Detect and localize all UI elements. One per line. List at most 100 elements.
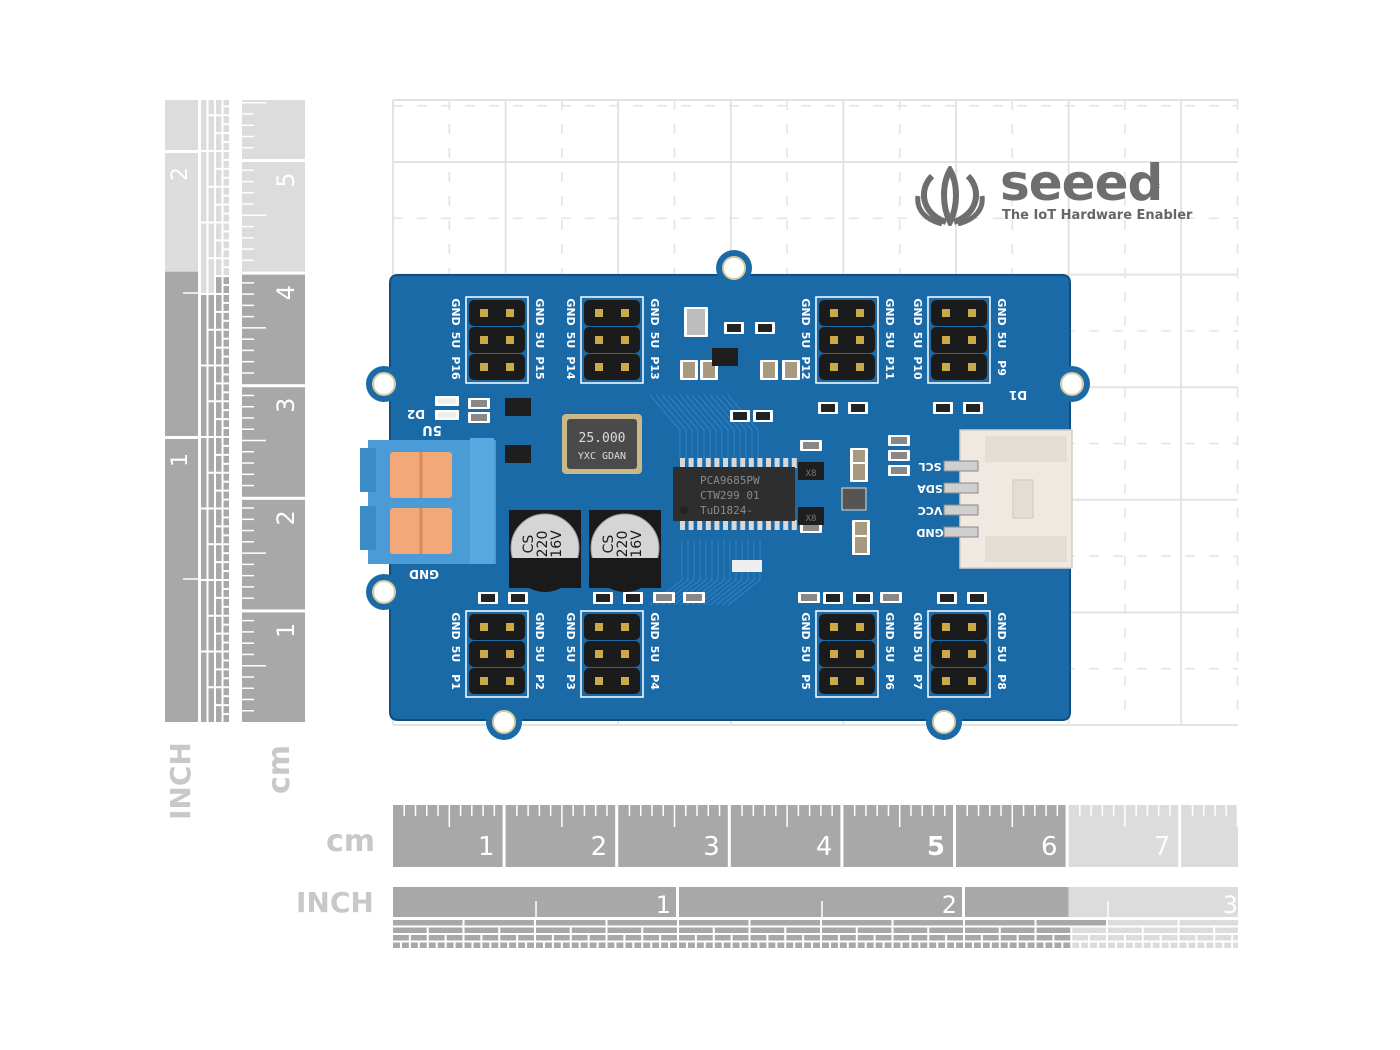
smd-body (891, 437, 907, 444)
chip-pin (705, 520, 711, 530)
inch-subdivision (1143, 935, 1160, 941)
header-label: 5U (449, 332, 462, 349)
inch-ruler-segment (165, 100, 198, 150)
cm-ruler-segment (730, 805, 841, 867)
inch-subdivision (947, 942, 955, 948)
smd-pad (732, 560, 762, 572)
inch-subdivision (893, 942, 901, 948)
cm-tick-label: 6 (1041, 832, 1058, 862)
inch-subdivision (500, 942, 508, 948)
chip-pin (714, 520, 720, 530)
silkscreen-box (927, 610, 991, 698)
header-label: 5U (648, 646, 661, 663)
grove-pin (943, 526, 979, 538)
header-pin (942, 363, 950, 371)
capacitor-marking: CS (601, 535, 617, 554)
inch-subdivision (216, 384, 222, 401)
header-label: P9 (995, 360, 1008, 376)
header-label: P10 (911, 356, 924, 380)
mounting-hole (1060, 372, 1084, 396)
inch-subdivision (208, 402, 214, 436)
crystal-maker: YXC GDAN (578, 451, 626, 462)
inch-subdivision (201, 509, 207, 579)
chip-pin (697, 458, 703, 468)
inch-subdivision (473, 942, 481, 948)
crystal-body (567, 419, 637, 469)
header-housing (819, 354, 875, 380)
header-pin (830, 677, 838, 685)
inch-subdivision (714, 927, 749, 933)
d1-label: D1 (1009, 388, 1027, 402)
grove-pin-label: SDA (917, 482, 943, 495)
inch-subdivision (223, 482, 229, 490)
chip-pin (748, 520, 754, 530)
inch-ruler-segment (1068, 887, 1238, 917)
inch-subdivision (822, 942, 829, 948)
header-pin (968, 650, 976, 658)
mounting-hole (932, 710, 956, 734)
inch-subdivision (616, 942, 624, 948)
pcb-trace (667, 394, 699, 460)
header-label: P7 (911, 674, 924, 690)
inch-subdivision (223, 715, 229, 722)
inch-subdivision (223, 563, 229, 571)
smd-body (438, 398, 456, 404)
inch-subdivision (965, 942, 972, 948)
inch-subdivision (223, 348, 229, 356)
inch-subdivision (201, 151, 207, 222)
smd-body (970, 594, 984, 602)
inch-subdivision (1108, 942, 1115, 948)
header-pin (830, 336, 838, 344)
inch-subdivision (1018, 935, 1035, 941)
header-label: P16 (449, 356, 462, 380)
header-label: 5U (564, 332, 577, 349)
seeed-logo: seeed studio The IoT Hardware Enabler (912, 154, 1192, 230)
terminal-wire-slot (360, 506, 376, 550)
header-label: 5U (995, 646, 1008, 663)
pcb-trace (667, 540, 701, 606)
inch-subdivision (607, 942, 615, 948)
inch-subdivision (223, 697, 229, 705)
chip-pin (680, 520, 685, 530)
header-housing (931, 354, 987, 380)
cm-tick-label: 1 (478, 832, 495, 862)
inch-subdivision (1063, 942, 1071, 948)
inch-subdivision (223, 500, 229, 508)
header-housing (469, 354, 525, 380)
chip-pin (688, 458, 694, 468)
inch-subdivision (216, 491, 222, 508)
inch-subdivision (223, 652, 229, 660)
inch-subdivision (643, 935, 660, 941)
inch-subdivision (223, 268, 229, 276)
header-label: GND (648, 298, 661, 325)
inch-subdivision (223, 634, 229, 642)
inch-subdivision (223, 241, 229, 249)
pcb-trace (649, 394, 681, 460)
inch-subdivision (1099, 942, 1107, 948)
inch-subdivision (208, 187, 214, 222)
inch-subdivision (544, 942, 552, 948)
header-label: GND (533, 612, 546, 639)
inch-subdivision (208, 330, 214, 365)
inch-subdivision (768, 942, 776, 948)
header-pin (621, 650, 629, 658)
inch-subdivision (857, 935, 874, 941)
transistor-marking: X8 (806, 469, 817, 479)
inch-subdivision (1072, 927, 1107, 933)
inch-subdivision (1036, 935, 1053, 941)
inch-subdivision (223, 250, 229, 258)
capacitor-stripe (511, 558, 579, 592)
capacitor-stripe (591, 558, 659, 592)
inch-subdivision (679, 942, 686, 948)
header-pin (856, 336, 864, 344)
inch-subdivision (571, 927, 606, 933)
inch-subdivision (786, 942, 794, 948)
header-label: GND (995, 612, 1008, 639)
inch-subdivision (223, 616, 229, 624)
inch-subdivision (446, 935, 463, 941)
inch-subdivision (804, 942, 812, 948)
mounting-hole (492, 710, 516, 734)
header-pin (968, 623, 976, 631)
inch-subdivision (201, 294, 207, 365)
inch-subdivision (777, 942, 785, 948)
